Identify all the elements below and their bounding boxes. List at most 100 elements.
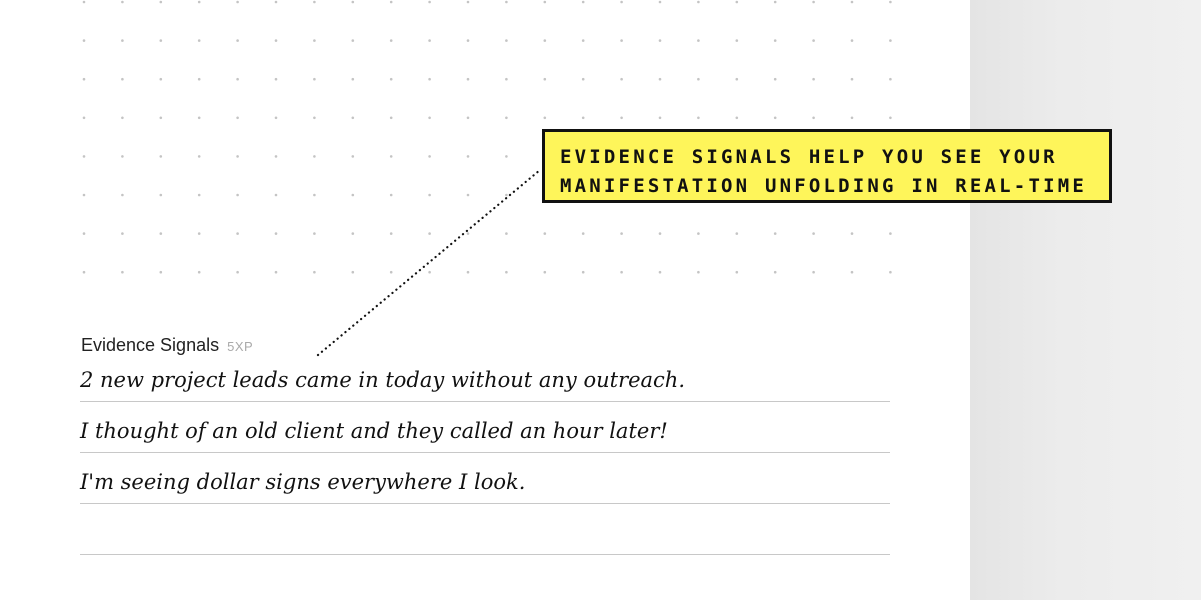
- grid-dot: [620, 116, 623, 120]
- grid-dot: [773, 232, 777, 235]
- grid-dot: [735, 116, 739, 120]
- grid-dot: [121, 0, 124, 4]
- grid-dot: [543, 0, 547, 4]
- callout-line: MANIFESTATION UNFOLDING IN REAL-TIME: [560, 175, 1088, 197]
- grid-dot: [620, 232, 623, 235]
- grid-dot: [351, 232, 355, 235]
- grid-dot: [159, 116, 163, 120]
- grid-dot: [121, 39, 124, 42]
- grid-dot: [351, 116, 355, 120]
- grid-dot: [466, 270, 470, 274]
- grid-dot: [159, 39, 163, 42]
- grid-dot: [236, 39, 239, 42]
- grid-dot: [697, 116, 700, 120]
- grid-dot: [82, 193, 86, 197]
- grid-dot: [351, 155, 355, 158]
- grid-dot: [889, 270, 892, 274]
- grid-dot: [121, 193, 124, 197]
- grid-dot: [581, 116, 585, 120]
- grid-dot: [389, 116, 393, 120]
- grid-dot: [389, 77, 393, 81]
- grid-dot: [274, 193, 278, 197]
- grid-dot: [313, 155, 316, 158]
- grid-dot: [466, 116, 470, 120]
- grid-dot: [658, 116, 662, 120]
- grid-dot: [313, 0, 316, 4]
- grid-dot: [313, 77, 316, 81]
- evidence-entry-input[interactable]: 2 new project leads came in today withou…: [80, 362, 890, 402]
- grid-dot: [236, 77, 239, 81]
- grid-dot: [850, 39, 854, 42]
- grid-dot: [773, 39, 777, 42]
- grid-dot: [889, 39, 892, 42]
- grid-dot: [389, 0, 393, 4]
- grid-dot: [697, 77, 700, 81]
- grid-dot: [658, 77, 662, 81]
- grid-dot: [773, 0, 777, 4]
- grid-dot: [351, 0, 355, 4]
- grid-dot: [581, 0, 585, 4]
- grid-dot: [697, 232, 700, 235]
- grid-dot: [697, 0, 700, 4]
- grid-dot: [428, 270, 431, 274]
- grid-dot: [236, 232, 239, 235]
- grid-dot: [505, 116, 508, 120]
- grid-dot: [889, 77, 892, 81]
- grid-dot: [82, 77, 86, 81]
- grid-dot: [850, 270, 854, 274]
- grid-dot: [236, 0, 239, 4]
- grid-dot: [82, 39, 86, 42]
- grid-dot: [581, 232, 585, 235]
- grid-dot: [620, 0, 623, 4]
- grid-dot: [197, 193, 201, 197]
- grid-dot: [466, 77, 470, 81]
- grid-dot: [812, 39, 815, 42]
- callout-line: EVIDENCE SIGNALS HELP YOU SEE YOUR: [560, 146, 1058, 168]
- grid-dot: [82, 116, 86, 120]
- grid-dot: [159, 77, 163, 81]
- evidence-entry-input[interactable]: I thought of an old client and they call…: [80, 413, 890, 453]
- grid-dot: [236, 155, 239, 158]
- grid-dot: [505, 39, 508, 42]
- grid-dot: [889, 116, 892, 120]
- grid-dot: [351, 193, 355, 197]
- grid-dot: [197, 155, 201, 158]
- grid-dot: [274, 116, 278, 120]
- grid-dot: [697, 39, 700, 42]
- grid-dot: [159, 155, 163, 158]
- grid-dot: [543, 39, 547, 42]
- grid-dot: [658, 232, 662, 235]
- grid-dot: [389, 232, 393, 235]
- grid-dot: [428, 155, 431, 158]
- grid-dot: [505, 0, 508, 4]
- grid-dot: [620, 270, 623, 274]
- grid-dot: [313, 270, 316, 274]
- grid-dot: [543, 270, 547, 274]
- grid-dot: [236, 270, 239, 274]
- grid-dot: [428, 232, 431, 235]
- grid-dot: [889, 232, 892, 235]
- grid-dot: [313, 116, 316, 120]
- grid-dot: [428, 77, 431, 81]
- evidence-entry-input[interactable]: [80, 515, 890, 555]
- grid-dot: [850, 0, 854, 4]
- grid-dot: [505, 155, 508, 158]
- grid-dot: [735, 270, 739, 274]
- evidence-entry-input[interactable]: I'm seeing dollar signs everywhere I loo…: [80, 464, 890, 504]
- grid-dot: [428, 0, 431, 4]
- grid-dot: [697, 270, 700, 274]
- grid-dot: [389, 270, 393, 274]
- section-title: Evidence Signals: [81, 335, 220, 355]
- grid-dot: [121, 232, 124, 235]
- grid-dot: [274, 39, 278, 42]
- grid-dot: [389, 155, 393, 158]
- grid-dot: [274, 270, 278, 274]
- grid-dot: [197, 270, 201, 274]
- grid-dot: [812, 270, 815, 274]
- grid-dot: [197, 232, 201, 235]
- grid-dot: [658, 270, 662, 274]
- grid-dot: [581, 270, 585, 274]
- grid-dot: [389, 39, 393, 42]
- grid-dot: [236, 116, 239, 120]
